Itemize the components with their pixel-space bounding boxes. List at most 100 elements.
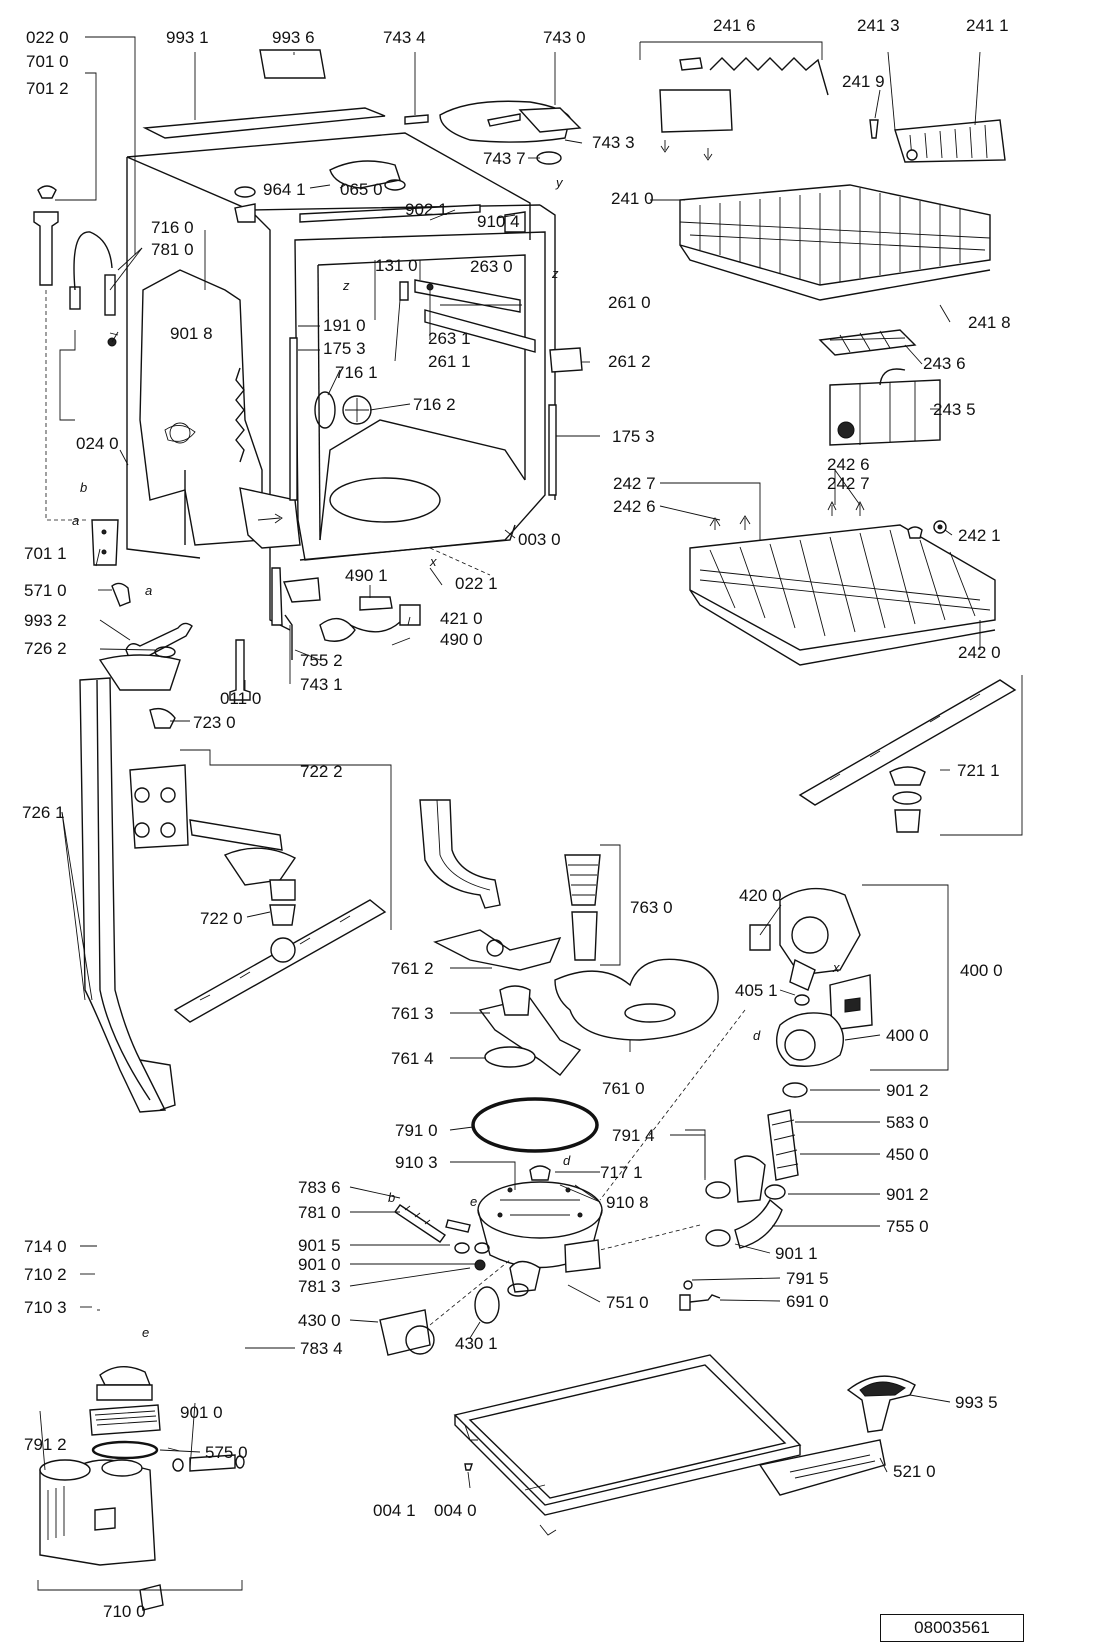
part-label: 131 0 [375, 256, 418, 275]
part-label: 421 0 [440, 609, 483, 628]
part-label: 022 0 [26, 28, 69, 47]
part-label: 910 3 [395, 1153, 438, 1172]
part-label: 242 7 [613, 474, 656, 493]
part-label: 783 6 [298, 1178, 341, 1197]
pump-and-hoses [599, 884, 949, 1311]
part-label: 901 5 [298, 1236, 341, 1255]
part-label: 743 0 [543, 28, 586, 47]
part-label: 261 2 [608, 352, 651, 371]
part-label: 726 1 [22, 803, 65, 822]
part-label: 261 0 [608, 293, 651, 312]
part-label: 490 0 [440, 630, 483, 649]
ref-letter: e [470, 1194, 478, 1209]
part-label: 420 0 [739, 886, 782, 905]
part-label: 022 1 [455, 574, 498, 593]
part-label: 781 0 [151, 240, 194, 259]
part-label: 430 1 [455, 1334, 498, 1353]
part-label: 717 1 [600, 1163, 643, 1182]
part-label: 743 7 [483, 149, 526, 168]
ref-letter: a [72, 513, 80, 528]
base-and-accessories [453, 1354, 916, 1536]
ref-letter: e [142, 1325, 150, 1340]
ref-letter: z [343, 278, 350, 293]
part-label: 743 1 [300, 675, 343, 694]
part-label: 902 1 [405, 200, 448, 219]
part-label: 716 2 [413, 395, 456, 414]
part-label: 175 3 [323, 339, 366, 358]
part-label: 761 3 [391, 1004, 434, 1023]
part-label: 993 6 [272, 28, 315, 47]
tub-cabinet [126, 49, 583, 701]
part-label: 242 0 [958, 643, 1001, 662]
part-label: 901 2 [886, 1185, 929, 1204]
part-label: 993 5 [955, 1393, 998, 1412]
part-label: 175 3 [612, 427, 655, 446]
part-label: 583 0 [886, 1113, 929, 1132]
part-label: 710 2 [24, 1265, 67, 1284]
part-label: 004 0 [434, 1501, 477, 1520]
ref-letter: b [388, 1190, 396, 1205]
part-label: 781 3 [298, 1277, 341, 1296]
part-label: 242 6 [827, 455, 870, 474]
part-label: 701 1 [24, 544, 67, 563]
part-label: 701 0 [26, 52, 69, 71]
part-label: 263 1 [428, 329, 471, 348]
part-label: 405 1 [735, 981, 778, 1000]
part-label: 261 1 [428, 352, 471, 371]
part-label: 726 2 [24, 639, 67, 658]
part-label: 716 1 [335, 363, 378, 382]
part-label: 241 1 [966, 16, 1009, 35]
part-label: 783 4 [300, 1339, 343, 1358]
part-label: 791 5 [786, 1269, 829, 1288]
part-label: 723 0 [193, 713, 236, 732]
ref-letter: b [80, 480, 88, 495]
part-label: 901 2 [886, 1081, 929, 1100]
part-label: 743 3 [592, 133, 635, 152]
part-label: 241 6 [713, 16, 756, 35]
part-label: 263 0 [470, 257, 513, 276]
part-label: 910 8 [606, 1193, 649, 1212]
part-label: 241 8 [968, 313, 1011, 332]
part-label: 751 0 [606, 1293, 649, 1312]
ref-letter: d [563, 1153, 571, 1168]
part-label: 901 0 [298, 1255, 341, 1274]
part-label: 024 0 [76, 434, 119, 453]
part-label: 400 0 [886, 1026, 929, 1045]
ref-letter: x [430, 554, 437, 569]
part-label: 710 3 [24, 1298, 67, 1317]
leader-lines [39, 51, 981, 1491]
part-label: 910 4 [477, 212, 520, 231]
part-label: 901 1 [775, 1244, 818, 1263]
part-label: 781 0 [298, 1203, 341, 1222]
water-softener [37, 1366, 245, 1611]
part-label: 241 0 [611, 189, 654, 208]
part-label: 521 0 [893, 1462, 936, 1481]
part-label: 761 0 [602, 1079, 645, 1098]
part-label: 241 3 [857, 16, 900, 35]
spray-arms [79, 646, 1023, 1113]
part-label: 575 0 [205, 1443, 248, 1462]
ref-letter: a [145, 583, 153, 598]
dish-baskets [639, 41, 1006, 666]
part-label: 964 1 [263, 180, 306, 199]
part-label: 242 6 [613, 497, 656, 516]
ref-letter: d [753, 1028, 761, 1043]
sump-and-filters [379, 799, 719, 1356]
part-label: 241 9 [842, 72, 885, 91]
part-label: 430 0 [298, 1311, 341, 1330]
part-label: 755 2 [300, 651, 343, 670]
part-label: 691 0 [786, 1292, 829, 1311]
drawing-code: 08003561 [880, 1614, 1024, 1642]
part-label: 743 4 [383, 28, 426, 47]
part-label: 004 1 [373, 1501, 416, 1520]
part-label: 716 0 [151, 218, 194, 237]
part-label: 490 1 [345, 566, 388, 585]
part-label: 242 1 [958, 526, 1001, 545]
part-label: 065 0 [340, 180, 383, 199]
part-label: 763 0 [630, 898, 673, 917]
part-label: 721 1 [957, 761, 1000, 780]
part-label: 571 0 [24, 581, 67, 600]
part-label: 901 8 [170, 324, 213, 343]
part-label: 791 2 [24, 1435, 67, 1454]
